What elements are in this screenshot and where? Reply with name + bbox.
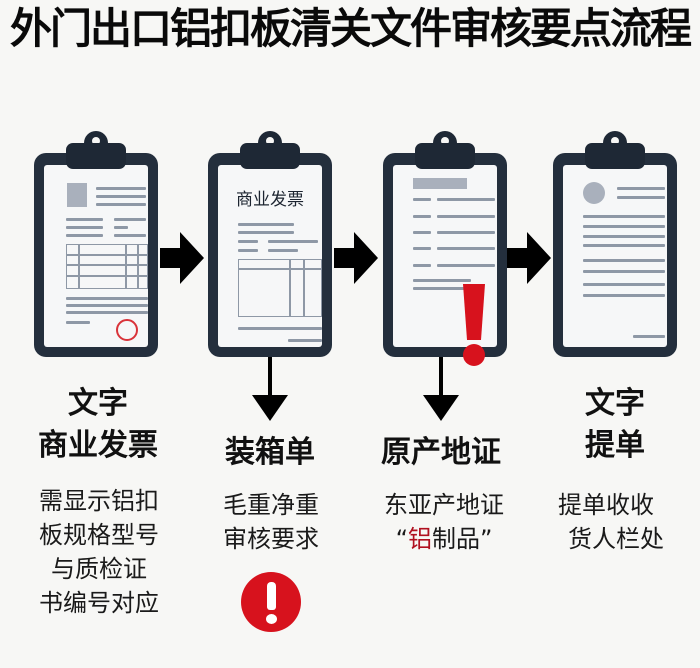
clipboard-paper xyxy=(393,165,497,347)
desc-text: 制品 xyxy=(432,525,480,553)
down-arrow-icon xyxy=(423,357,459,421)
step-4-label-line2: 提单 xyxy=(585,428,645,463)
page-title: 外门出口铝扣板清关文件审核要点流程 xyxy=(9,4,692,53)
desc-line: 东亚产地证 xyxy=(384,491,504,519)
clip-icon xyxy=(240,143,300,169)
highlight-text: 铝 xyxy=(408,525,432,553)
clipboard-paper xyxy=(44,165,148,347)
desc-line: 提单收收 xyxy=(558,491,654,519)
desc-line: 与质检证 xyxy=(51,555,147,583)
clipboard-document-avatar-icon xyxy=(553,131,677,357)
desc-line-quote: “铝制品” xyxy=(364,522,524,556)
step-3-label: 原产地证 xyxy=(381,435,501,470)
clip-icon xyxy=(585,143,645,169)
quote-open: “ xyxy=(395,525,408,553)
clipboard-paper xyxy=(563,165,667,347)
step-1-label: 文字 商业发票 xyxy=(20,383,176,467)
step-3-description: 东亚产地证 “铝制品” xyxy=(364,488,524,556)
clip-icon xyxy=(66,143,126,169)
down-arrow-icon xyxy=(252,357,288,421)
red-stamp-icon xyxy=(116,319,138,341)
desc-line: 审核要求 xyxy=(223,525,319,553)
clipboard-invoice-with-stamp-icon xyxy=(34,131,158,357)
step-1-description: 需显示铝扣 板规格型号 与质检证 书编号对应 xyxy=(14,484,184,620)
desc-line: 毛重净重 xyxy=(223,491,319,519)
step-2-description: 毛重净重 审核要求 xyxy=(196,488,346,556)
desc-line: 需显示铝扣 xyxy=(39,487,159,515)
step-1-label-line1: 文字 xyxy=(68,386,128,421)
desc-line: 板规格型号 xyxy=(39,521,159,549)
step-4-label: 文字 提单 xyxy=(548,383,682,467)
paper-title: 商业发票 xyxy=(236,190,304,210)
right-arrow-icon xyxy=(507,232,551,284)
desc-line: 货人栏处 xyxy=(568,525,664,553)
clipboard-paper: 商业发票 xyxy=(218,165,322,347)
clipboard-list-with-alert-icon xyxy=(383,131,507,357)
step-4-label-line1: 文字 xyxy=(585,386,645,421)
clipboard-invoice-table-icon: 商业发票 xyxy=(208,131,332,357)
right-arrow-icon xyxy=(334,232,378,284)
step-2-label: 装箱单 xyxy=(225,435,315,470)
clip-icon xyxy=(415,143,475,169)
right-arrow-icon xyxy=(160,232,204,284)
step-4-description: 提单收收 货人栏处 xyxy=(548,488,688,556)
quote-close: ” xyxy=(480,525,493,553)
exclamation-circle-icon xyxy=(241,572,301,632)
avatar-circle xyxy=(583,182,605,204)
step-1-label-line2: 商业发票 xyxy=(38,428,158,463)
exclamation-mark-icon xyxy=(463,284,485,366)
desc-line: 书编号对应 xyxy=(39,589,159,617)
